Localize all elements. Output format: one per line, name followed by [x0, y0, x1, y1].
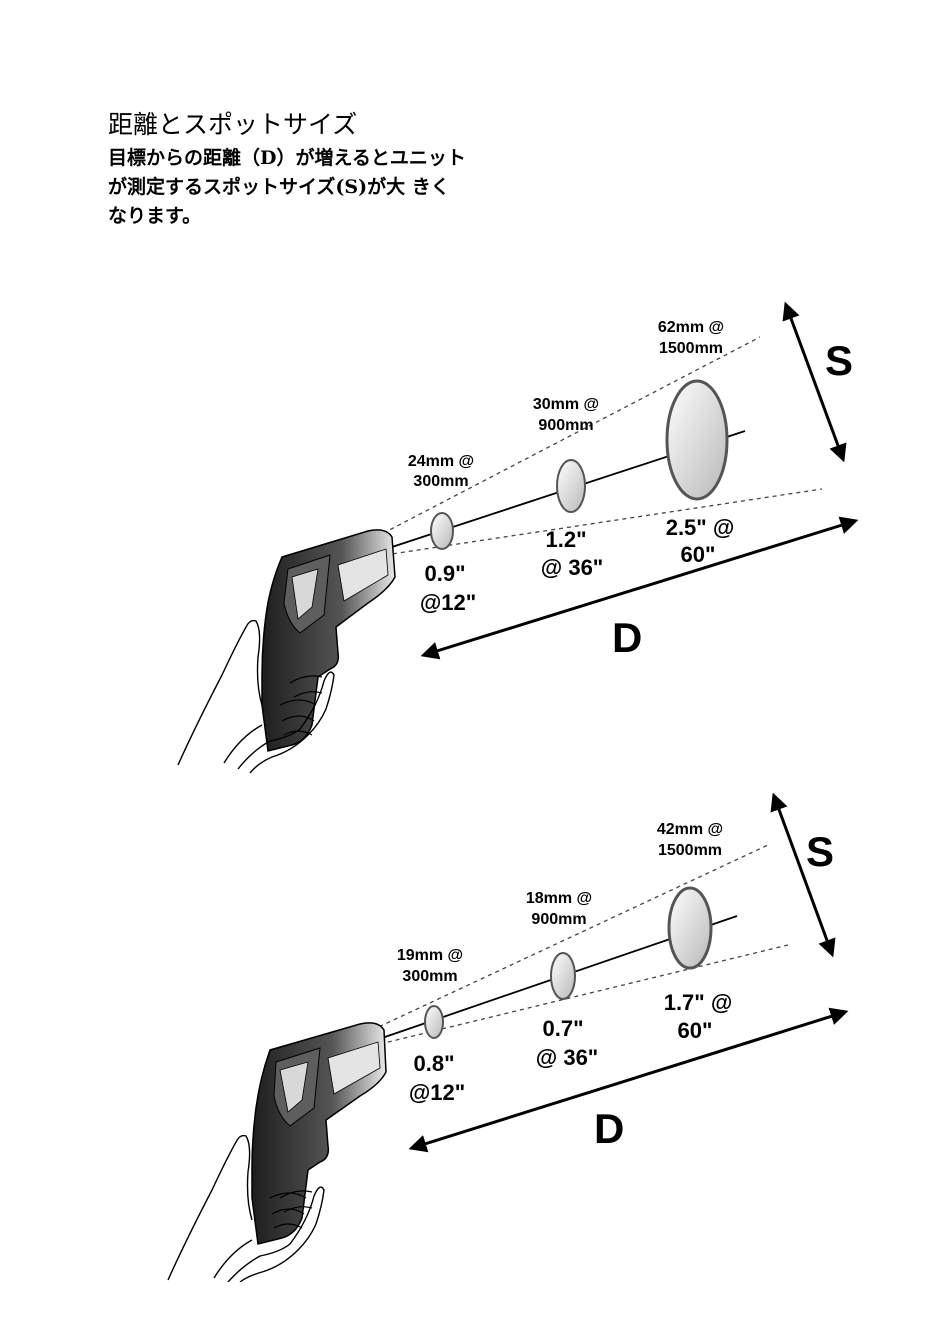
spot-far-metric-2: 1500mm [659, 340, 723, 357]
spot-near-imperial-2: @12" [409, 1080, 465, 1105]
spot-near [431, 513, 453, 549]
spot-far-imperial-2: 60" [678, 1018, 713, 1043]
spot-near [425, 1006, 443, 1038]
size-label: S [806, 828, 834, 875]
spot-middle [557, 460, 585, 512]
spot-middle-metric-2: 900mm [538, 417, 593, 434]
spot-near-imperial-2: @12" [420, 590, 476, 615]
description: 目標からの距離（D）が増えるとユニット が測定するスポットサイズ(S)が大 きく… [108, 144, 548, 231]
spot-far-imperial-1: 1.7" @ [664, 990, 733, 1015]
spot-far-metric-1: 42mm @ [657, 821, 723, 838]
spot-middle-imperial-1: 1.2" [545, 527, 586, 552]
spot-near-metric-2: 300mm [402, 968, 457, 985]
thermometer-gun-illustration [178, 530, 395, 773]
spot-near-imperial-1: 0.8" [413, 1051, 454, 1076]
thermometer-gun-illustration [168, 1023, 386, 1282]
description-line-2: が測定するスポットサイズ(S)が大 きく [108, 176, 450, 198]
spot-size-diagram-bottom: S D 19mm @ 300mm 18mm @ 900mm 42mm @ 150… [0, 782, 950, 1282]
spot-middle-metric-1: 30mm @ [533, 396, 599, 413]
spot-near-metric-1: 24mm @ [408, 453, 474, 470]
description-line-3: なります。 [108, 205, 201, 227]
spot-far [669, 888, 711, 968]
spot-far-metric-2: 1500mm [658, 842, 722, 859]
size-label: S [825, 337, 853, 384]
spot-near-metric-1: 19mm @ [397, 947, 463, 964]
spot-near-imperial-1: 0.9" [424, 561, 465, 586]
size-arrow [774, 796, 832, 954]
spot-size-diagram-top: S D 24mm @ 300mm 30mm @ 900mm 62mm @ 150… [0, 285, 950, 775]
spot-middle-imperial-1: 0.7" [542, 1016, 583, 1041]
spot-far [667, 381, 727, 499]
spot-far-imperial-2: 60" [681, 542, 716, 567]
spot-middle-imperial-2: @ 36" [536, 1045, 598, 1070]
distance-arrow [412, 1012, 845, 1148]
page-title: 距離とスポットサイズ [108, 108, 548, 142]
spot-middle-metric-1: 18mm @ [526, 890, 592, 907]
spot-far-metric-1: 62mm @ [658, 319, 724, 336]
distance-label: D [594, 1105, 624, 1152]
spot-far-imperial-1: 2.5" @ [666, 515, 735, 540]
spot-middle-imperial-2: @ 36" [541, 555, 603, 580]
spot-middle-metric-2: 900mm [531, 911, 586, 928]
spot-near-metric-2: 300mm [413, 473, 468, 490]
description-line-1: 目標からの距離（D）が増えるとユニット [108, 147, 466, 169]
distance-label: D [612, 614, 642, 661]
heading-block: 距離とスポットサイズ 目標からの距離（D）が増えるとユニット が測定するスポット… [108, 108, 548, 231]
spot-middle [551, 953, 575, 999]
